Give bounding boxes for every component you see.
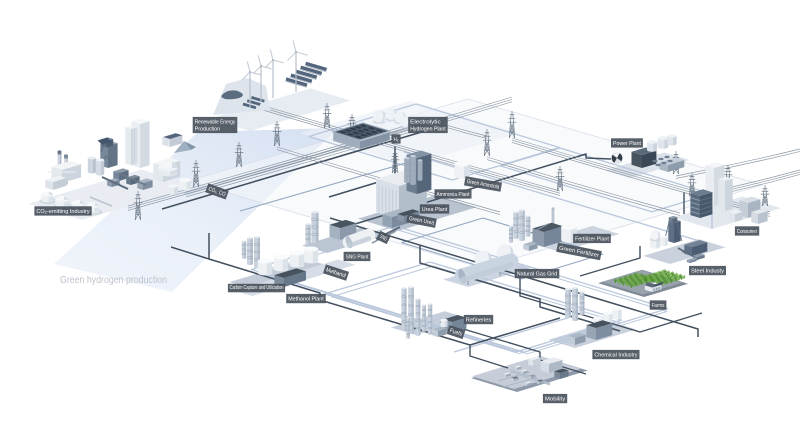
svg-text:SNG Plant: SNG Plant bbox=[346, 254, 369, 260]
svg-text:Fertilizer Plant: Fertilizer Plant bbox=[575, 236, 609, 242]
svg-text:Consumer: Consumer bbox=[737, 229, 757, 235]
svg-text:Hydrogen Plant: Hydrogen Plant bbox=[410, 126, 446, 132]
svg-text:Production: Production bbox=[195, 126, 220, 132]
svg-text:Methanol Plant: Methanol Plant bbox=[288, 296, 324, 302]
svg-text:Ammonia Plant: Ammonia Plant bbox=[437, 192, 470, 198]
svg-text:Renewable Energy: Renewable Energy bbox=[195, 119, 236, 125]
svg-text:Steel Industy: Steel Industy bbox=[691, 268, 724, 274]
svg-text:Refineries: Refineries bbox=[466, 317, 492, 323]
svg-text:H₂: H₂ bbox=[394, 137, 399, 143]
svg-text:Power Plant: Power Plant bbox=[613, 141, 641, 147]
svg-text:Chemical Industry: Chemical Industry bbox=[594, 352, 637, 358]
svg-text:Farms: Farms bbox=[652, 303, 665, 309]
svg-text:Methanol: Methanol bbox=[325, 267, 346, 279]
svg-text:SNG: SNG bbox=[378, 234, 387, 243]
svg-text:Urea Plant: Urea Plant bbox=[422, 207, 448, 213]
svg-text:Green hydrogen production: Green hydrogen production bbox=[60, 275, 167, 286]
svg-text:Carbon Capture and Utilization: Carbon Capture and Utilization bbox=[230, 285, 284, 291]
svg-text:CO₂-emitting Industry: CO₂-emitting Industry bbox=[36, 209, 89, 215]
svg-text:Electrolytic: Electrolytic bbox=[410, 119, 441, 125]
svg-text:Green Urea: Green Urea bbox=[408, 216, 435, 227]
svg-text:CO₂, CO: CO₂, CO bbox=[207, 186, 226, 198]
svg-text:Natural Gas Grid: Natural Gas Grid bbox=[517, 271, 558, 277]
svg-text:Fuels: Fuels bbox=[449, 328, 463, 338]
svg-text:Green Ammonia: Green Ammonia bbox=[466, 179, 500, 191]
svg-text:Mobility: Mobility bbox=[545, 396, 565, 402]
